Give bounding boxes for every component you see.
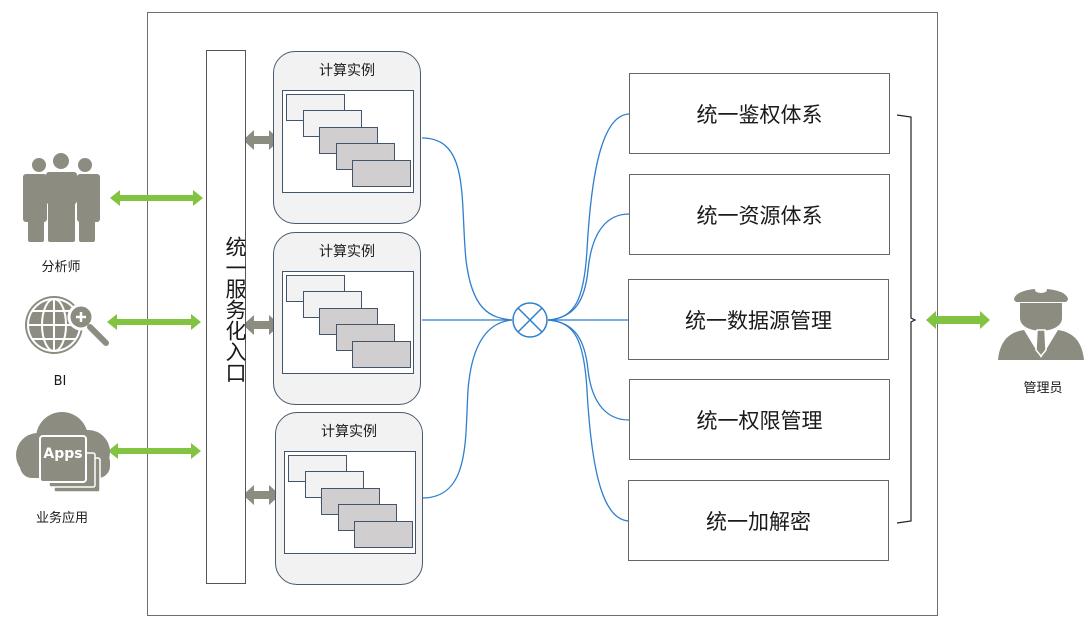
system-boundary (147, 12, 938, 616)
service-label: 统一加解密 (706, 509, 811, 534)
instance-container (282, 271, 414, 374)
services-bracket (896, 114, 917, 524)
service-unified-resource: 统一资源体系 (629, 174, 890, 255)
actor-label-bi: BI (53, 374, 67, 389)
green-double-arrow-bi (107, 314, 201, 330)
service-label: 统一权限管理 (696, 408, 823, 433)
connector-service-5 (547, 319, 630, 522)
green-double-arrow-analyst (110, 190, 203, 206)
service-label: 统一数据源管理 (685, 308, 832, 333)
unified-service-entry (206, 50, 246, 584)
task-card (354, 521, 413, 548)
apps-cloud-icon (16, 412, 110, 493)
users-group-icon (23, 153, 100, 242)
gray-double-arrow-instance-3 (243, 485, 280, 505)
connector-instance-1 (421, 137, 513, 321)
compute-instance-1: 计算实例 (273, 51, 421, 224)
service-unified-permission: 统一权限管理 (629, 379, 890, 460)
compute-instance-title: 计算实例 (321, 424, 377, 440)
service-unified-auth: 统一鉴权体系 (629, 73, 890, 154)
instance-container (282, 90, 414, 193)
actor-label-apps: 业务应用 (35, 511, 88, 526)
service-label: 统一鉴权体系 (696, 102, 823, 127)
connector-service-2 (547, 213, 630, 321)
gray-double-arrow-instance-2 (243, 315, 280, 335)
compute-instance-title: 计算实例 (319, 63, 375, 79)
connector-instance-3 (421, 319, 513, 499)
actor-label-admin: 管理员 (1023, 381, 1063, 396)
compute-instance-title: 计算实例 (319, 244, 375, 260)
green-double-arrow-apps (108, 443, 201, 459)
instance-container (284, 451, 416, 554)
gray-double-arrow-instance-1 (243, 130, 280, 150)
apps-icon-text: Apps (43, 446, 83, 462)
task-card (352, 341, 411, 368)
service-unified-datasource: 统一数据源管理 (628, 279, 889, 360)
compute-instance-2: 计算实例 (273, 232, 421, 405)
task-card (352, 160, 411, 187)
service-label: 统一资源体系 (696, 203, 823, 228)
hub-cross-circle-icon (512, 302, 548, 338)
green-double-arrow-admin (926, 311, 990, 329)
admin-user-icon (998, 287, 1084, 360)
service-unified-encryption: 统一加解密 (628, 480, 889, 561)
unified-service-entry-label: 统一服务化入口 (223, 236, 247, 383)
compute-instance-3: 计算实例 (275, 412, 423, 585)
actor-label-analyst: 分析师 (41, 260, 81, 275)
globe-search-icon (25, 296, 109, 354)
connector-service-1 (547, 113, 630, 321)
